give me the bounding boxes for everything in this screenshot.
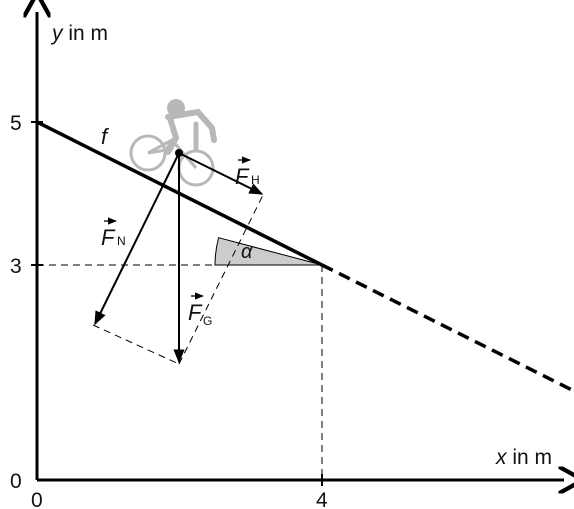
angle-label: α	[241, 241, 253, 263]
angle-sector	[214, 237, 323, 266]
label-force-normal: F N	[101, 217, 126, 250]
svg-text:G: G	[203, 314, 212, 328]
svg-text:F: F	[235, 164, 250, 189]
slope-line-dashed	[321, 263, 574, 393]
function-label: f	[101, 124, 110, 149]
svg-text:F: F	[101, 225, 116, 250]
y-tick-label-5: 5	[10, 112, 22, 135]
application-point	[175, 149, 183, 157]
svg-text:N: N	[117, 234, 126, 248]
svg-text:H: H	[251, 173, 260, 187]
x-axis-label: x in m	[495, 446, 552, 469]
x-tick-label-4: 4	[316, 489, 328, 509]
label-force-downhill: F H	[235, 156, 260, 189]
cyclist-icon	[129, 99, 217, 187]
y-tick-label-3: 3	[10, 255, 22, 278]
y-axis-label: y in m	[50, 22, 108, 45]
force-normal-arrow	[94, 152, 180, 326]
helper-lines	[37, 192, 323, 480]
x-tick-label-0: 0	[31, 489, 43, 509]
y-tick-label-0: 0	[10, 470, 22, 493]
ticks	[31, 121, 323, 486]
force-downhill-arrow	[178, 152, 264, 195]
label-force-gravity: F G	[188, 292, 212, 328]
svg-text:F: F	[188, 300, 203, 325]
